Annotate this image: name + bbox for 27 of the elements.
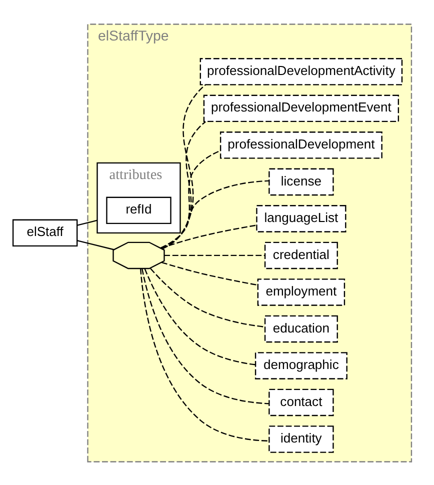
connector xyxy=(142,268,269,404)
node-box: education xyxy=(264,314,338,342)
connector xyxy=(150,268,265,328)
node-box: languageList xyxy=(256,204,346,232)
connector xyxy=(161,261,258,286)
node-box: professionalDevelopmentActivity xyxy=(200,58,403,85)
connector xyxy=(77,219,98,226)
node-box: refId xyxy=(106,196,172,224)
node-box: identity xyxy=(268,425,334,452)
node-box: contact xyxy=(268,388,334,416)
connector xyxy=(162,150,221,248)
connector xyxy=(164,254,265,256)
connector xyxy=(160,224,257,248)
node-box: elStaff xyxy=(12,218,78,246)
connector xyxy=(160,180,270,248)
node-octagon xyxy=(112,241,165,269)
connector xyxy=(162,84,206,249)
node-box: professionalDevelopmentEvent xyxy=(203,94,400,122)
connector xyxy=(144,268,256,365)
node-box: professionalDevelopment xyxy=(220,131,382,158)
connector xyxy=(140,268,269,441)
node-box: demographic xyxy=(254,352,348,379)
connector xyxy=(77,239,114,250)
connector xyxy=(162,120,206,249)
node-box: employment xyxy=(257,278,346,306)
node-box: credential xyxy=(264,241,338,269)
node-box: license xyxy=(268,168,334,196)
